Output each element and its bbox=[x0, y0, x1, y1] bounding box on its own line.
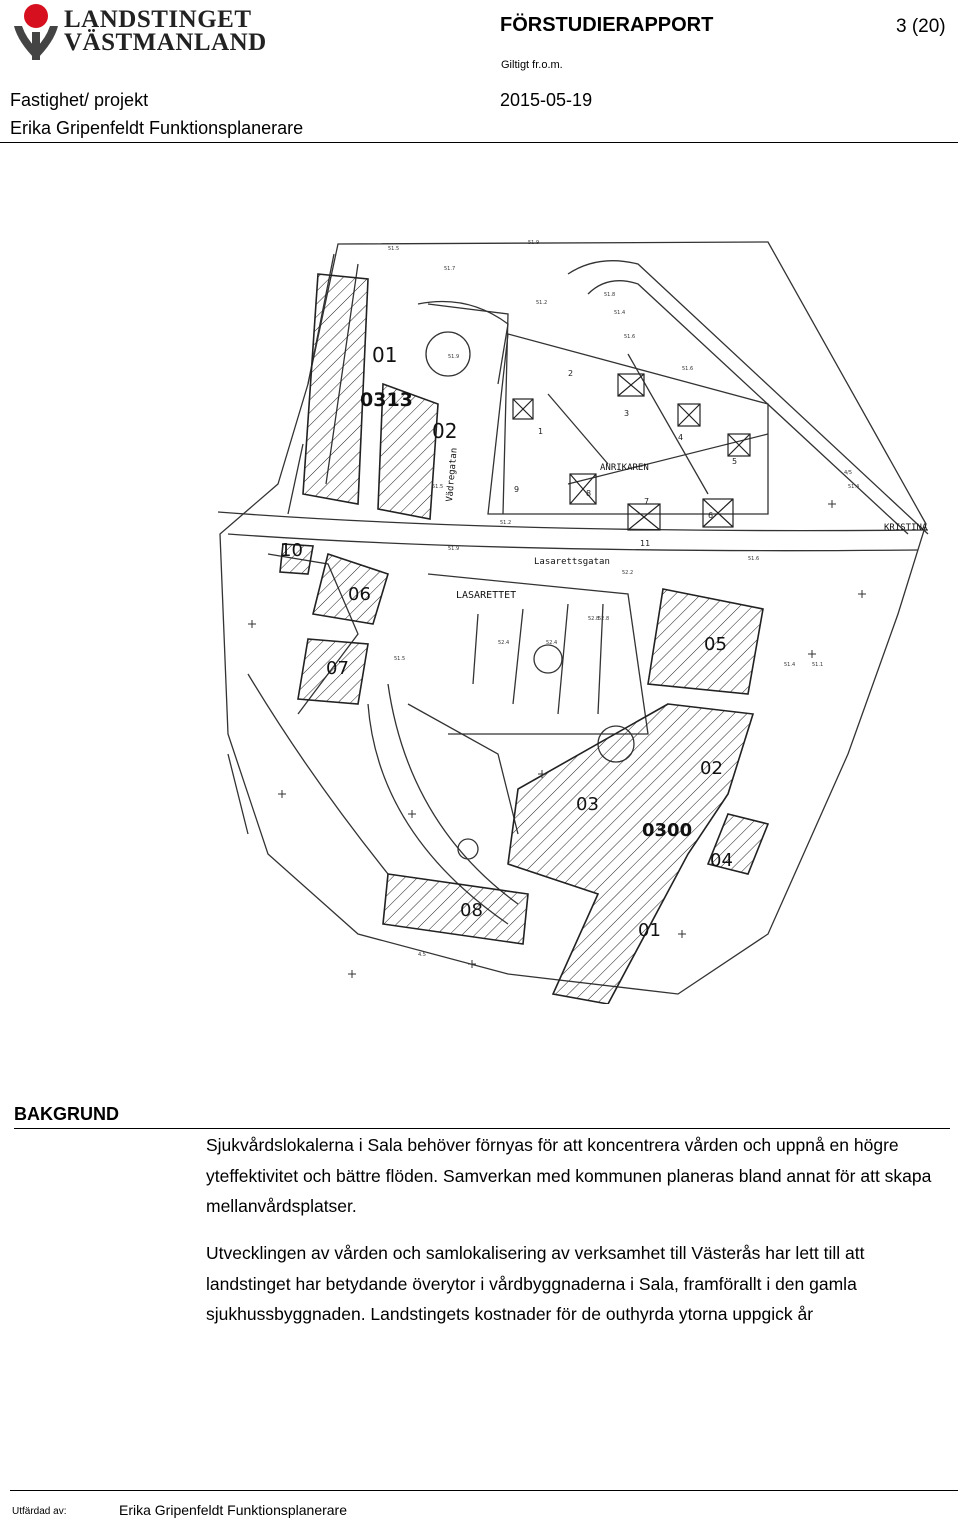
elevation-label: 52.8 bbox=[588, 616, 599, 622]
elevation-label: 51.2 bbox=[536, 300, 547, 306]
plot-number: 7 bbox=[644, 497, 649, 506]
street-label: ANRIKAREN bbox=[600, 463, 649, 473]
elevation-label: 51.6 bbox=[682, 366, 693, 372]
paragraph: Utvecklingen av vården och samlokaliseri… bbox=[206, 1243, 865, 1324]
plot-number: 5 bbox=[732, 457, 737, 466]
elevation-label: 52.4 bbox=[498, 640, 509, 646]
building-label: 0300 bbox=[642, 820, 692, 841]
document-date: 2015-05-19 bbox=[500, 90, 593, 110]
elevation-label: 51.9 bbox=[448, 546, 459, 552]
site-plan-drawing: 01 02 0313 10 06 07 05 02 03 0300 04 08 … bbox=[217, 240, 929, 1005]
building-label: 07 bbox=[326, 658, 349, 679]
elevation-label: 51.5 bbox=[394, 656, 405, 662]
elevation-label: 51.9 bbox=[448, 354, 459, 360]
author-line: Erika Gripenfeldt Funktionsplanerare bbox=[10, 118, 304, 138]
elevation-label: 52.2 bbox=[622, 570, 633, 576]
plot-number: 6 bbox=[708, 511, 713, 520]
elevation-label: 51.5 bbox=[432, 484, 443, 490]
elevation-label: 4.5 bbox=[418, 952, 426, 958]
elevation-label: 51.8 bbox=[604, 292, 615, 298]
paragraph: Sjukvårdslokalerna i Sala behöver förnya… bbox=[206, 1135, 932, 1216]
page-number: 3 (20) bbox=[896, 16, 946, 37]
issued-by-label: Utfärdad av: bbox=[12, 1506, 67, 1517]
issued-by-author: Erika Gripenfeldt Funktionsplanerare bbox=[119, 1502, 348, 1518]
elevation-label: 51.1 bbox=[812, 662, 823, 668]
organization-logo: LANDSTINGET VÄSTMANLAND bbox=[8, 2, 266, 62]
elevation-label: 51.5 bbox=[388, 246, 399, 252]
elevation-label: 51.6 bbox=[624, 334, 635, 340]
elevation-label: 51.9 bbox=[528, 240, 539, 246]
building-label: 02 bbox=[700, 758, 723, 779]
elevation-label: 52.4 bbox=[546, 640, 557, 646]
building-label: 08 bbox=[460, 900, 483, 921]
site-plan-map: 01 02 0313 10 06 07 05 02 03 0300 04 08 … bbox=[208, 234, 934, 1005]
street-label: LASARETTET bbox=[456, 590, 516, 601]
plot-number: 4 bbox=[678, 433, 683, 442]
footer-divider bbox=[10, 1490, 958, 1491]
street-label: Vädregatan bbox=[445, 447, 460, 502]
header-divider bbox=[0, 142, 958, 143]
elevation-label: 51.4 bbox=[614, 310, 625, 316]
plot-number: 9 bbox=[514, 485, 519, 494]
building-label: 06 bbox=[348, 584, 371, 605]
valid-from-label: Giltigt fr.o.m. bbox=[501, 59, 563, 71]
elevation-label: 51.7 bbox=[444, 266, 455, 272]
landstinget-emblem-icon bbox=[14, 4, 58, 60]
street-label: KRISTINA bbox=[884, 523, 928, 533]
building-label: 04 bbox=[710, 850, 733, 871]
property-label: Fastighet/ projekt bbox=[10, 90, 149, 110]
building-label: 02 bbox=[432, 419, 457, 443]
plot-number: 3 bbox=[624, 409, 629, 418]
section-heading: BAKGRUND bbox=[14, 1104, 119, 1124]
section-divider bbox=[14, 1128, 950, 1129]
elevation-label: 52.8 bbox=[598, 616, 609, 622]
document-title: FÖRSTUDIERAPPORT bbox=[500, 14, 714, 36]
logo-wordmark: LANDSTINGET VÄSTMANLAND bbox=[64, 6, 267, 56]
building-label: 01 bbox=[638, 920, 661, 941]
plot-number: 8 bbox=[586, 489, 591, 498]
building-label: 10 bbox=[280, 540, 303, 561]
building-label: 0313 bbox=[360, 389, 413, 411]
plot-number: 1 bbox=[538, 427, 543, 436]
building-label: 01 bbox=[372, 343, 397, 367]
building-label: 05 bbox=[704, 634, 727, 655]
building-label: 03 bbox=[576, 794, 599, 815]
elevation-label: 51.6 bbox=[748, 556, 759, 562]
elevation-label: 4/5 bbox=[844, 470, 852, 476]
elevation-label: 51.4 bbox=[848, 484, 859, 490]
elevation-label: 51.2 bbox=[500, 520, 511, 526]
street-label: Lasarettsgatan bbox=[534, 557, 610, 567]
plot-number: 2 bbox=[568, 369, 573, 378]
elevation-label: 51.4 bbox=[784, 662, 795, 668]
plot-number: 11 bbox=[640, 539, 650, 548]
